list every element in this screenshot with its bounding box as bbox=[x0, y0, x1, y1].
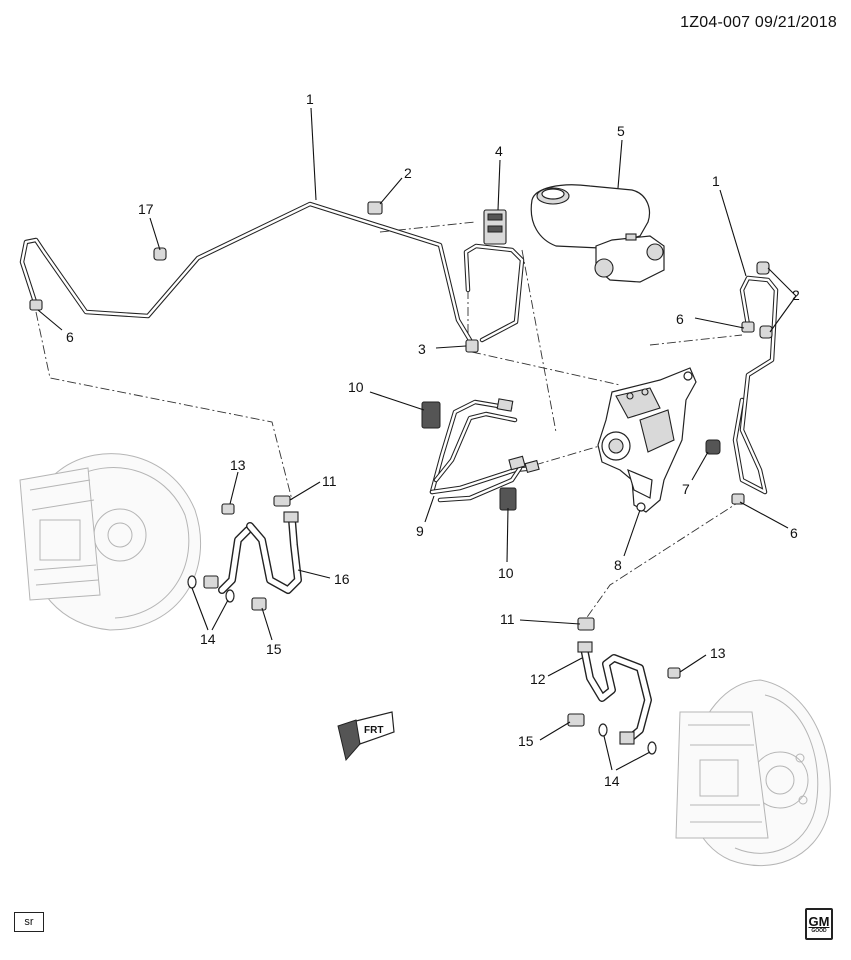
callout-1: 1 bbox=[712, 173, 720, 189]
callout-16: 16 bbox=[334, 571, 350, 587]
bolt-13a bbox=[221, 503, 235, 515]
gm-logo-icon: GM GOOD bbox=[805, 908, 833, 940]
fitting-6b bbox=[741, 321, 755, 333]
callout-11: 11 bbox=[322, 473, 337, 489]
callout-13: 13 bbox=[230, 457, 246, 473]
document-id: 1Z04-007 09/21/2018 bbox=[680, 14, 837, 31]
callout-14: 14 bbox=[604, 773, 620, 789]
callout-13: 13 bbox=[710, 645, 726, 661]
callout-10: 10 bbox=[498, 565, 514, 581]
fitting-17 bbox=[153, 247, 167, 261]
callout-2: 2 bbox=[404, 165, 412, 181]
fitting-6a bbox=[29, 299, 43, 311]
washers-14a bbox=[187, 575, 235, 603]
callout-5: 5 bbox=[617, 123, 625, 139]
callout-15: 15 bbox=[266, 641, 282, 657]
callout-7: 7 bbox=[682, 481, 690, 497]
master-cylinder-5 bbox=[530, 184, 665, 283]
brake-pipe-1-left bbox=[19, 201, 525, 343]
clip-11a bbox=[273, 495, 291, 507]
front-right-brake-assembly bbox=[675, 679, 831, 867]
callout-12: 12 bbox=[530, 671, 546, 687]
section-badge: sr bbox=[14, 912, 44, 932]
callout-3: 3 bbox=[418, 341, 426, 357]
logo-subtext: GOOD bbox=[811, 927, 827, 934]
bolt-13b bbox=[667, 667, 681, 679]
front-arrow-label: FRT bbox=[364, 725, 383, 736]
pipe-clip-2c bbox=[759, 325, 773, 339]
leader-lines bbox=[37, 107, 797, 771]
junction-block-4 bbox=[483, 209, 507, 245]
bracket-7 bbox=[705, 439, 721, 455]
callout-6: 6 bbox=[66, 329, 74, 345]
callout-17: 17 bbox=[138, 201, 154, 217]
washers-14b bbox=[598, 723, 657, 755]
callout-10: 10 bbox=[348, 379, 364, 395]
rear-brake-hose-16 bbox=[218, 511, 302, 594]
callout-2: 2 bbox=[792, 287, 800, 303]
callout-numbers: 1 2 3 4 5 6 17 1 2 6 10 7 6 13 11 9 10 8… bbox=[66, 91, 800, 789]
callout-15: 15 bbox=[518, 733, 534, 749]
pipe-clip-2b bbox=[756, 261, 770, 275]
pipe-clip-2a bbox=[367, 201, 383, 215]
callout-6: 6 bbox=[676, 311, 684, 327]
callout-9: 9 bbox=[416, 523, 424, 539]
front-brake-hose-12 bbox=[577, 641, 652, 745]
callout-11: 11 bbox=[500, 611, 515, 627]
bracket-10a bbox=[421, 401, 441, 429]
callout-14: 14 bbox=[200, 631, 216, 647]
rear-left-brake-assembly bbox=[19, 453, 202, 631]
abs-modulator-8 bbox=[597, 367, 697, 513]
bracket-10b bbox=[499, 487, 517, 511]
callout-8: 8 bbox=[614, 557, 622, 573]
bolt-15a bbox=[251, 597, 267, 611]
callout-1: 1 bbox=[306, 91, 314, 107]
callout-4: 4 bbox=[495, 143, 503, 159]
logo-text: GM bbox=[808, 913, 830, 929]
brake-pipe-1-right bbox=[732, 275, 779, 495]
front-arrow-icon: FRT bbox=[337, 711, 395, 762]
callout-6: 6 bbox=[790, 525, 798, 541]
fitting-3 bbox=[465, 339, 479, 353]
clip-11b bbox=[577, 617, 595, 631]
abs-brake-pipes-9 bbox=[429, 398, 540, 503]
fitting-6c bbox=[731, 493, 745, 505]
bolt-15b bbox=[567, 713, 585, 727]
